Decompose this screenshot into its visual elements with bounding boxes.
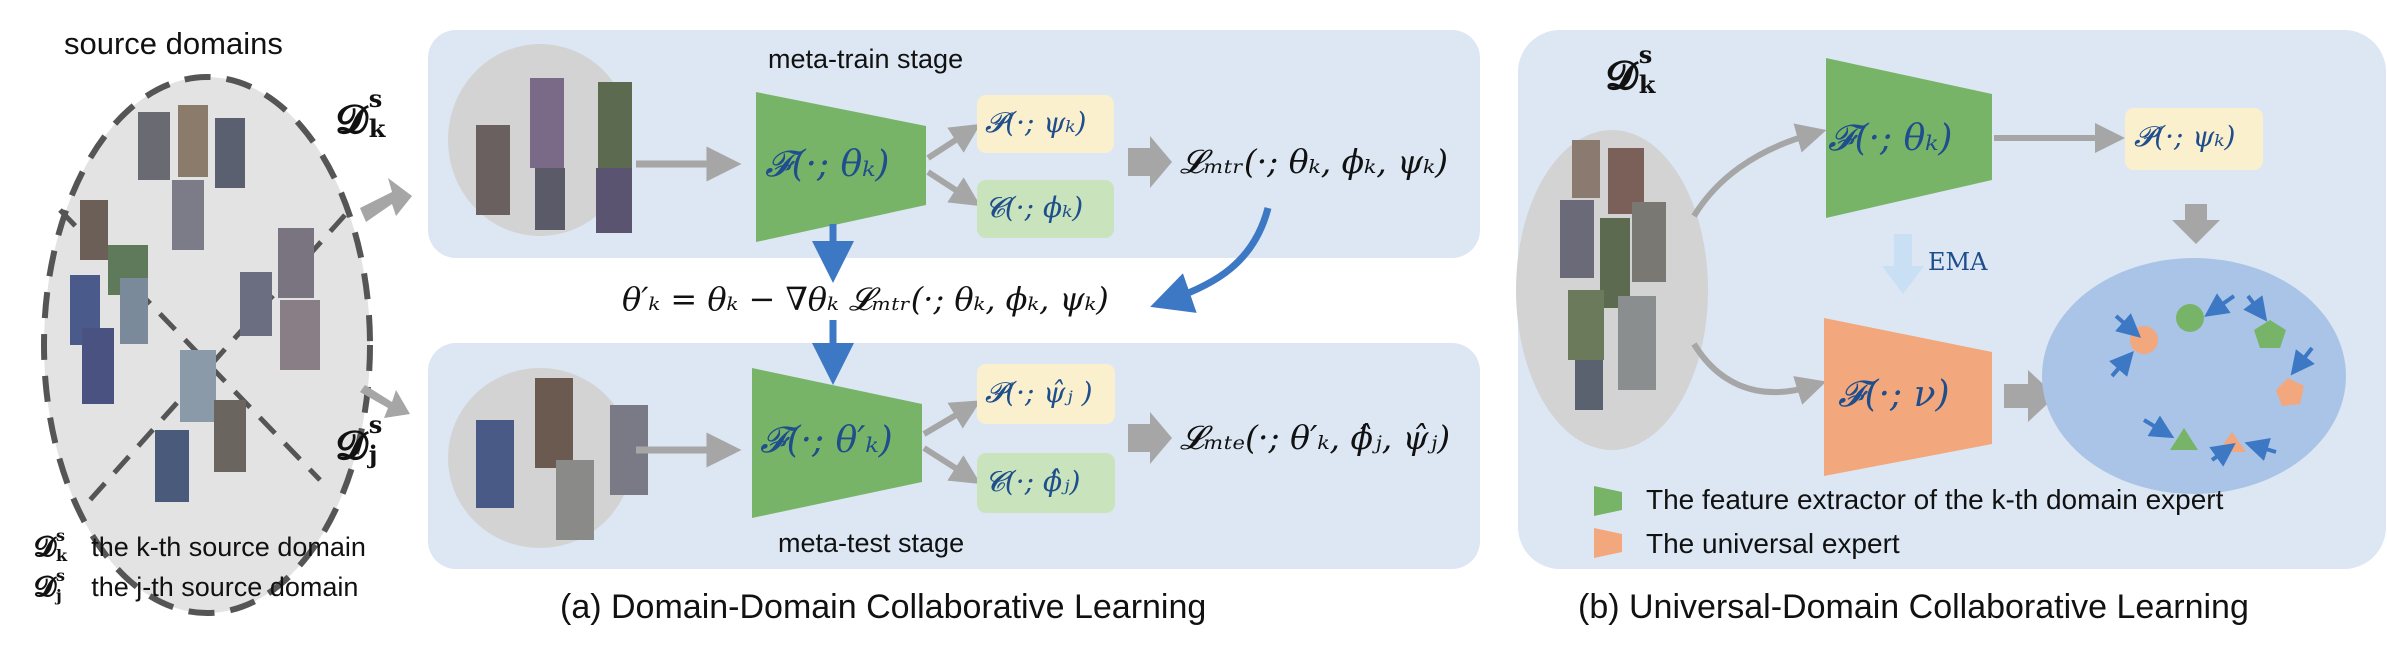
feature-points xyxy=(2109,293,2315,467)
arrow-img-to-expert xyxy=(1691,123,1827,218)
legend-orange-text: The universal expert xyxy=(1646,528,1900,559)
p-train-box xyxy=(977,95,1114,153)
legend-dk-text: the k-th source domain xyxy=(91,532,366,562)
meta-train-label: meta-train stage xyxy=(768,44,964,74)
arrow-to-loss-train xyxy=(1128,136,1172,188)
dk-sub: k xyxy=(368,114,386,143)
legend-dj-text: the j-th source domain xyxy=(91,572,359,602)
update-equation: θ′ₖ = θₖ − ∇θₖ 𝓛ₘₜᵣ(·; θₖ, ϕₖ, ψₖ) xyxy=(622,280,1109,318)
p-train-label: 𝓟(·; ψₖ) xyxy=(985,106,1087,139)
p-expert-box xyxy=(2125,108,2263,170)
dj-sub: j xyxy=(368,440,378,469)
loss-train: 𝓛ₘₜᵣ(·; θₖ, ϕₖ, ψₖ) xyxy=(1180,142,1448,181)
legend-green-text: The feature extractor of the k-th domain… xyxy=(1646,484,2224,515)
ema-arrow xyxy=(1882,234,1924,294)
c-train-box xyxy=(977,180,1114,238)
c-test-label: 𝓒(·; ϕ̂ⱼ) xyxy=(985,465,1081,498)
p-test-box xyxy=(977,364,1115,424)
f-universal-label: 𝓕(·; ν) xyxy=(1838,374,1950,415)
blue-arrow-loss-to-update xyxy=(1150,207,1272,313)
arrow-p-down xyxy=(2172,204,2220,244)
arrow-f-to-p-train xyxy=(926,123,981,161)
legend-green-swatch xyxy=(1594,486,1622,516)
caption-b: (b) Universal-Domain Collaborative Learn… xyxy=(1578,588,2249,626)
arrow-to-loss-test xyxy=(1128,412,1172,464)
person-images-expert xyxy=(1560,140,1666,410)
c-test-box xyxy=(977,453,1115,513)
f-train-trapezoid xyxy=(756,92,926,242)
dj-symbol: 𝓓 xyxy=(336,422,367,469)
source-domains-title: source domains xyxy=(64,26,283,61)
source-domains-ellipse xyxy=(41,74,373,616)
caption-a: (a) Domain-Domain Collaborative Learning xyxy=(560,588,1207,626)
person-images-train xyxy=(476,78,632,233)
meta-test-label: meta-test stage xyxy=(778,528,965,558)
partition-line xyxy=(58,208,322,482)
f-train-label: 𝓕(·; θₖ) xyxy=(765,144,890,185)
arrow-f-to-p-test xyxy=(922,400,981,437)
loss-test: 𝓛ₘₜₑ(·; θ′ₖ, ϕ̂ⱼ, ψ̂ⱼ) xyxy=(1180,418,1451,457)
f-test-trapezoid xyxy=(752,368,922,518)
dj-sup: s xyxy=(368,410,383,439)
expert-trapezoid xyxy=(1826,58,1992,218)
dk-b-symbol: 𝓓 xyxy=(1606,52,1637,99)
p-test-label: 𝓟(·; ψ̂ⱼ ) xyxy=(985,376,1093,409)
p-expert-label: 𝓟(·; ψₖ) xyxy=(2134,120,2236,153)
dk-sup: s xyxy=(368,84,383,113)
legend-orange-swatch xyxy=(1594,528,1622,558)
arrow-img-to-universal xyxy=(1691,342,1827,405)
arrow-f-to-c-test xyxy=(922,445,981,485)
feature-space-ellipse xyxy=(2042,258,2346,494)
dk-symbol: 𝓓 xyxy=(336,96,367,143)
dj-arrow xyxy=(360,385,410,418)
dk-arrow xyxy=(360,178,412,222)
person-images-source xyxy=(70,105,320,502)
f-expert-label: 𝓕(·; θₖ) xyxy=(1828,118,1953,159)
arrow-f-to-c-train xyxy=(926,169,981,207)
f-test-label: 𝓕(·; θ′ₖ) xyxy=(760,420,893,461)
dk-b-sub: k xyxy=(1638,70,1656,99)
arrow-universal-to-space xyxy=(2004,370,2056,422)
dk-b-sup: s xyxy=(1638,40,1653,69)
partition-line xyxy=(88,213,347,502)
universal-trapezoid xyxy=(1824,318,1992,476)
c-train-label: 𝓒(·; ϕₖ) xyxy=(985,191,1084,224)
ema-label: EMA xyxy=(1928,248,1988,276)
